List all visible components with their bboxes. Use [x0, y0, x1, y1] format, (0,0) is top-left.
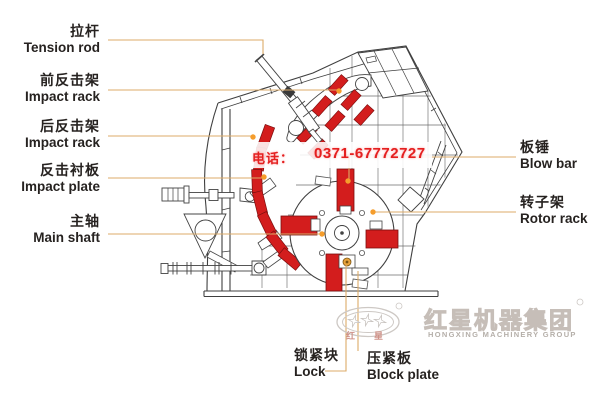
label-impact-plate-zh: 反击衬板: [40, 162, 100, 178]
label-tension-rod-zh: 拉杆: [70, 23, 100, 39]
housing-outline: [203, 45, 463, 298]
phone-prefix: 电话：: [252, 151, 295, 166]
label-front-impact-rack-zh: 前反击架: [40, 72, 100, 88]
label-main-shaft-zh: 主轴: [70, 213, 100, 229]
label-tension-rod-en: Tension rod: [23, 39, 100, 55]
left-bracket: [183, 213, 239, 273]
label-tension-rod: 拉杆 Tension rod: [24, 23, 100, 56]
label-rear-impact-rack-zh: 后反击架: [40, 118, 100, 134]
label-impact-plate: 反击衬板 Impact plate: [21, 162, 100, 195]
label-rotor-rack-zh: 转子架: [520, 194, 565, 210]
leader-lines: [108, 39, 516, 372]
label-main-shaft: 主轴 Main shaft: [33, 213, 100, 246]
label-rear-impact-rack: 后反击架 Impact rack: [25, 118, 100, 151]
watermark-seal-char-left: 红: [346, 331, 356, 341]
phone-number: 0371-67772727: [314, 145, 426, 162]
label-main-shaft-en: Main shaft: [33, 229, 100, 245]
label-blow-bar-en: Blow bar: [520, 155, 578, 171]
label-blow-bar: 板锤 Blow bar: [520, 139, 577, 172]
label-blow-bar-zh: 板锤: [520, 139, 550, 155]
watermark-company-en: HONGXING MACHINERY GROUP: [428, 330, 577, 339]
label-impact-plate-en: Impact plate: [21, 178, 100, 194]
lower-rod-assembly: [160, 248, 287, 276]
label-rotor-rack-en: Rotor rack: [520, 210, 588, 226]
label-lock-zh: 锁紧块: [294, 347, 339, 363]
rotor-disc: [289, 175, 395, 290]
watermark-company-zh: 红星机器集团: [424, 307, 574, 334]
phone-banner: 电话： 0371-67772727: [248, 142, 432, 168]
label-front-impact-rack-en: Impact rack: [24, 88, 100, 104]
label-block-plate-zh: 压紧板: [367, 350, 412, 366]
label-lock: 锁紧块 Lock: [294, 347, 339, 380]
leader-dots: [250, 88, 376, 237]
feed-hopper-panel: [357, 46, 429, 99]
watermark-seal-char-right: 星: [374, 331, 384, 341]
label-rear-impact-rack-en: Impact rack: [24, 134, 100, 150]
label-block-plate-en: Block plate: [367, 366, 440, 382]
clamp-parts: [310, 205, 383, 276]
label-rotor-rack: 转子架 Rotor rack: [520, 194, 588, 227]
watermark-seal: [336, 298, 584, 338]
label-front-impact-rack: 前反击架 Impact rack: [25, 72, 100, 105]
label-block-plate: 压紧板 Block plate: [367, 350, 439, 383]
upper-rod-assembly: [161, 185, 259, 204]
label-lock-en: Lock: [294, 363, 326, 379]
